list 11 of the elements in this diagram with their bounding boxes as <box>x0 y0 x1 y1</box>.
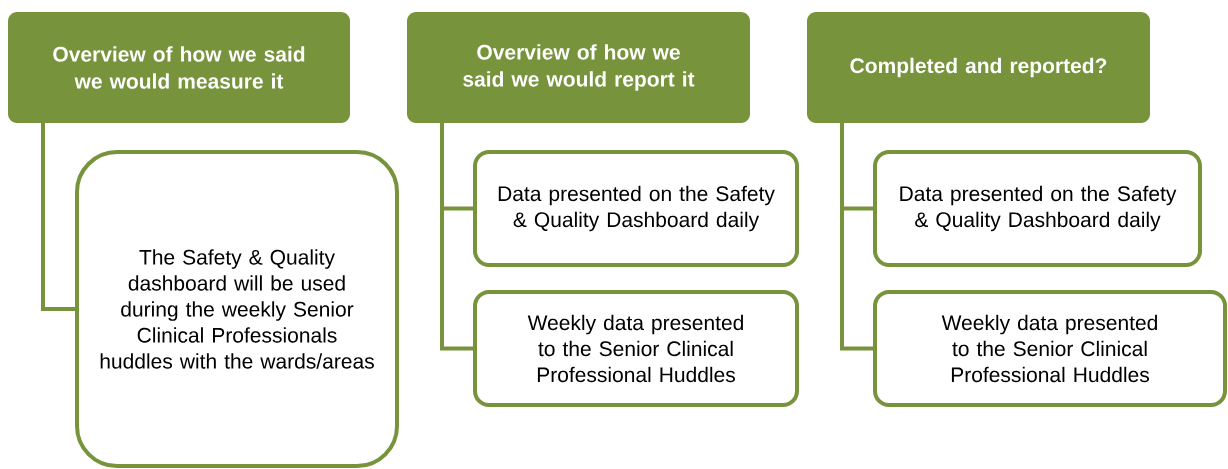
connector-line <box>41 123 75 311</box>
header-box: Completed and reported? <box>807 12 1150 123</box>
text-box: Weekly data presented to the Senior Clinical Professional Huddles <box>473 290 799 407</box>
header-box: Overview of how we said we would measure it <box>8 12 350 123</box>
text-box: The Safety & Quality dashboard will be used during the weekly Senior Clinical Professionals huddles with the wards/areas <box>75 150 399 468</box>
header-box: Overview of how we said we would report it <box>407 12 750 123</box>
connector-line <box>440 123 473 351</box>
connector-line <box>840 123 873 351</box>
text-box: Weekly data presented to the Senior Clinical Professional Huddles <box>873 290 1227 407</box>
text-box: Data presented on the Safety & Quality Dashboard daily <box>873 150 1202 267</box>
text-box: Data presented on the Safety & Quality Dashboard daily <box>473 150 799 267</box>
